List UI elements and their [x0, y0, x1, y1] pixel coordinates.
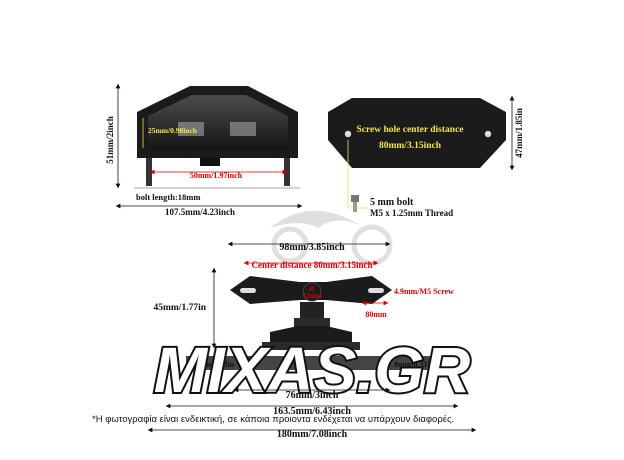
- screw-size-label: 4.9mm/M5 Screw: [394, 287, 454, 296]
- height-51-label: 51mm/2inch: [105, 116, 115, 164]
- width-107-label: 107.5mm/4.23inch: [165, 207, 235, 217]
- base-width-label: 76mm/3inch: [286, 390, 339, 401]
- bolt-thread-label: M5 x 1.25mm Thread: [370, 208, 453, 218]
- bracket-width-98-label: 98mm/3.85inch: [279, 242, 345, 253]
- watermark-text: MIXAS.GR: [154, 334, 470, 406]
- mixas-watermark-logo: MIXAS.GR: [152, 332, 472, 408]
- bolt-spacing-label: 50mm/1.97inch: [190, 171, 243, 180]
- screw-hole-title: Screw hole center distance: [356, 125, 463, 135]
- bottom-right-dim-label: 8mm/0.31in: [394, 360, 435, 369]
- disclaimer-note: *Η φωτογραφία είναι ενδεικτική, σε κάποι…: [92, 414, 455, 425]
- bracket-height-label: 45mm/1.77in: [153, 303, 206, 313]
- tail-light-side-view: [137, 86, 298, 186]
- center-distance-label: Center distance 80mm/3.15inch: [251, 260, 372, 270]
- bolt-illustration: [351, 195, 359, 212]
- motorcycle-emblem-icon: [270, 210, 393, 266]
- width-163-label: 163.5mm/6.43inch: [273, 406, 351, 417]
- width-180-label: 180mm/7.08inch: [277, 429, 348, 440]
- mounting-plate-back-view: [328, 98, 506, 168]
- bolt-size-label: 5 mm bolt: [370, 197, 414, 208]
- bottom-left-dim-label: 44mm/1.73in: [190, 360, 235, 369]
- hole-diameter-label: 12mm: [303, 292, 322, 300]
- slot-length-label: 80mm: [365, 310, 387, 319]
- lens-height-label: 25mm/0.98inch: [148, 126, 198, 135]
- height-47-label: 47mm/1.85in: [514, 108, 524, 158]
- hole-diameter-symbol: Ø: [309, 285, 315, 293]
- bolt-length-label: bolt length:18mm: [136, 192, 200, 202]
- screw-hole-value: 80mm/3.15inch: [379, 141, 442, 151]
- bracket-illustration: [230, 276, 392, 350]
